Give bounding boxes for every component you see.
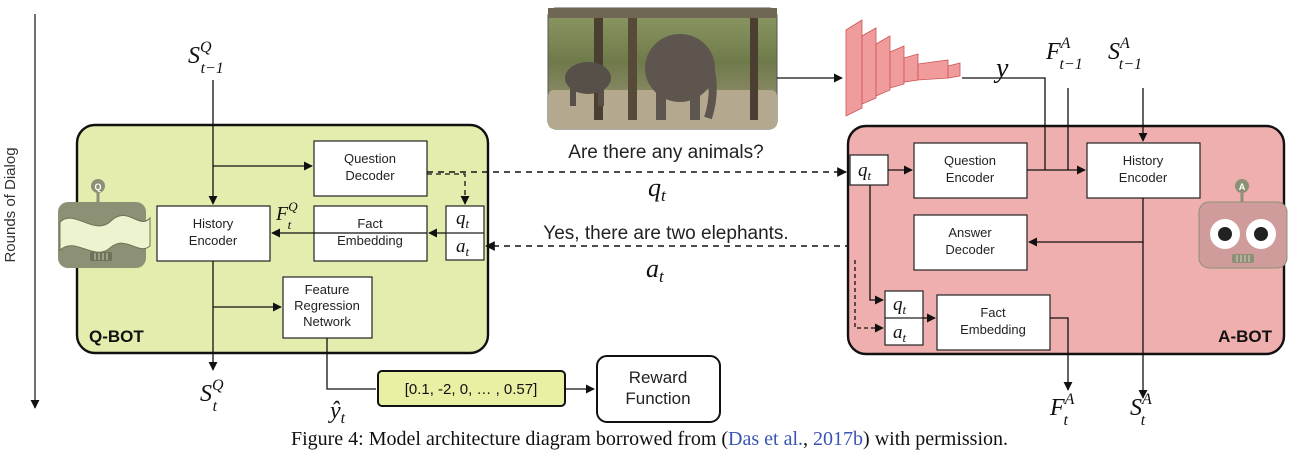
svg-text:qt: qt [456,208,470,231]
qbot-feature-regression-line2: Regression [294,298,360,313]
svg-text:at: at [456,236,470,259]
qbot-robot-icon: Q [58,179,151,268]
qbot-question-decoder-line2: Decoder [345,168,395,183]
regression-output-label: ŷt [328,398,346,425]
abot-history-encoder-line2: Encoder [1119,170,1168,185]
regression-vector-text: [0.1, -2, 0, … , 0.57] [405,381,538,398]
figure-caption: Figure 4: Model architecture diagram bor… [0,428,1299,451]
question-symbol: qt [648,173,667,205]
answer-symbol: at [646,254,665,286]
qbot-feature-regression-network: Feature Regression Network [282,276,373,339]
abot-fact-embedding-line2: Embedding [960,322,1026,337]
qbot-label: Q-BOT [89,327,144,346]
reward-function-line1: Reward [629,368,688,387]
abot-dashed-arrows [854,260,884,333]
dialog-answer: Yes, there are two elephants. at [485,223,862,286]
abot-q-input: qt [849,154,889,186]
qbot-slot-a: a [456,236,466,257]
caption-separator: , [803,428,814,450]
svg-text:qt: qt [893,294,907,317]
qbot-slot-q: q [456,208,466,229]
abot-arrows [869,77,1148,399]
abot-fact-embedding-line1: Fact [980,305,1006,320]
qbot-slot-q-sub: t [466,216,470,231]
qbot-dashed-arrows [427,173,470,205]
svg-text:at: at [893,322,907,345]
qbot-history-encoder-line1: History [193,216,234,231]
abot-answer-decoder-line2: Decoder [945,242,995,257]
qbot-question-decoder-line1: Question [344,151,396,166]
abot-answer-decoder: Answer Decoder [913,214,1028,271]
svg-text:qt: qt [858,160,872,183]
cnn-icon [845,19,961,117]
qbot-badge: Q [94,182,101,192]
citation-author-link[interactable]: Das et al. [728,428,804,450]
abot-answer-decoder-line1: Answer [948,225,992,240]
image-feature-label: y [993,53,1009,84]
dialog-question: Are there any animals? qt [427,142,847,205]
qbot-arrows [208,80,446,390]
abot-label: A-BOT [1218,327,1272,346]
qbot-question-decoder: Question Decoder [313,140,428,197]
abot-history-encoder: History Encoder [1086,142,1201,199]
question-text: Are there any animals? [568,142,763,163]
caption-prefix: Figure 4: Model architecture diagram bor… [290,428,729,450]
abot-question-encoder-line1: Question [944,153,996,168]
qbot-slot-a-sub: t [466,244,470,259]
qbot-history-encoder: History Encoder [156,205,271,262]
answer-text: Yes, there are two elephants. [543,223,788,244]
caption-suffix: ) with permission. [863,428,1009,450]
qbot-qa-slot: qt at [445,205,485,261]
regression-vector: [0.1, -2, 0, … , 0.57] [377,370,566,407]
elephant-photo [547,7,778,130]
abot-history-encoder-line1: History [1123,153,1164,168]
abot-robot-icon: A [1198,179,1288,269]
qbot-feature-regression-line3: Network [303,314,351,329]
qbot-history-encoder-line2: Encoder [189,233,238,248]
abot-fact-embedding: Fact Embedding [936,294,1051,351]
abot-qa-slot: qt at [884,290,924,346]
citation-year-link[interactable]: 2017b [813,428,864,450]
reward-function: Reward Function [596,355,721,423]
abot-badge: A [1239,182,1246,192]
abot-question-encoder-line2: Encoder [946,170,995,185]
qbot-fact-embedding-line2: Embedding [337,233,403,248]
architecture-diagram: Rounds of Dialog Q-BOT Q Question Decode… [2,7,1288,425]
rounds-of-dialog-label: Rounds of Dialog [2,147,19,262]
abot-question-encoder: Question Encoder [913,142,1028,199]
reward-function-line2: Function [625,389,690,408]
qbot-feature-regression-line1: Feature [305,282,350,297]
qbot-fact-embedding-line1: Fact [357,216,383,231]
